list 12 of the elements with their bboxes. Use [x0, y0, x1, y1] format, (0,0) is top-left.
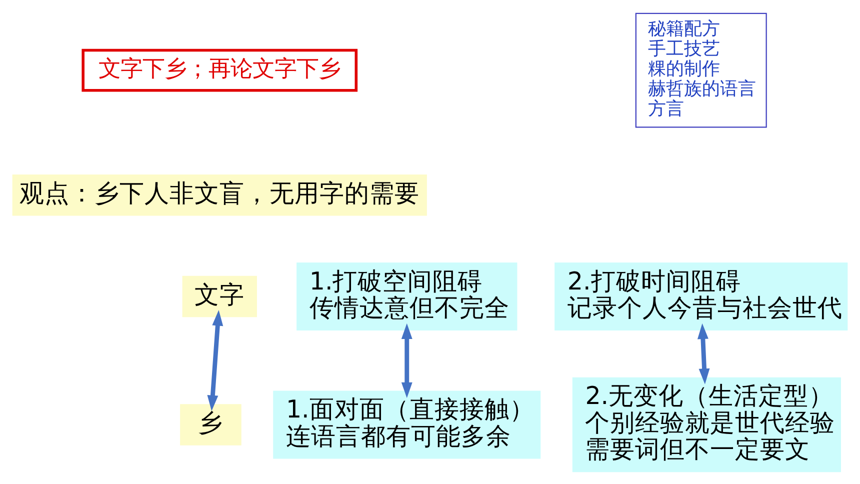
node-box: 2.无变化（生活定型） 个别经验就是世代经验 需要词但不一定要文: [572, 376, 841, 472]
arrow: [207, 310, 224, 411]
arrow: [697, 322, 710, 384]
node-box: 1.打破空间阻碍 传情达意但不完全: [296, 262, 518, 330]
node-box: 1.面对面（直接接触） 连语言都有可能多余: [273, 390, 541, 458]
node-box: 乡: [180, 404, 242, 445]
node-box: 文字下乡；再论文字下乡: [82, 48, 358, 92]
arrow: [401, 322, 412, 398]
node-box: 秘籍配方 手工技艺 粿的制作 赫哲族的语言 方言: [635, 12, 767, 128]
node-box: 2.打破时间阻碍 记录个人今昔与社会世代: [554, 262, 848, 330]
node-box: 观点：乡下人非文盲，无用字的需要: [12, 174, 427, 216]
node-box: 文字: [182, 275, 257, 317]
